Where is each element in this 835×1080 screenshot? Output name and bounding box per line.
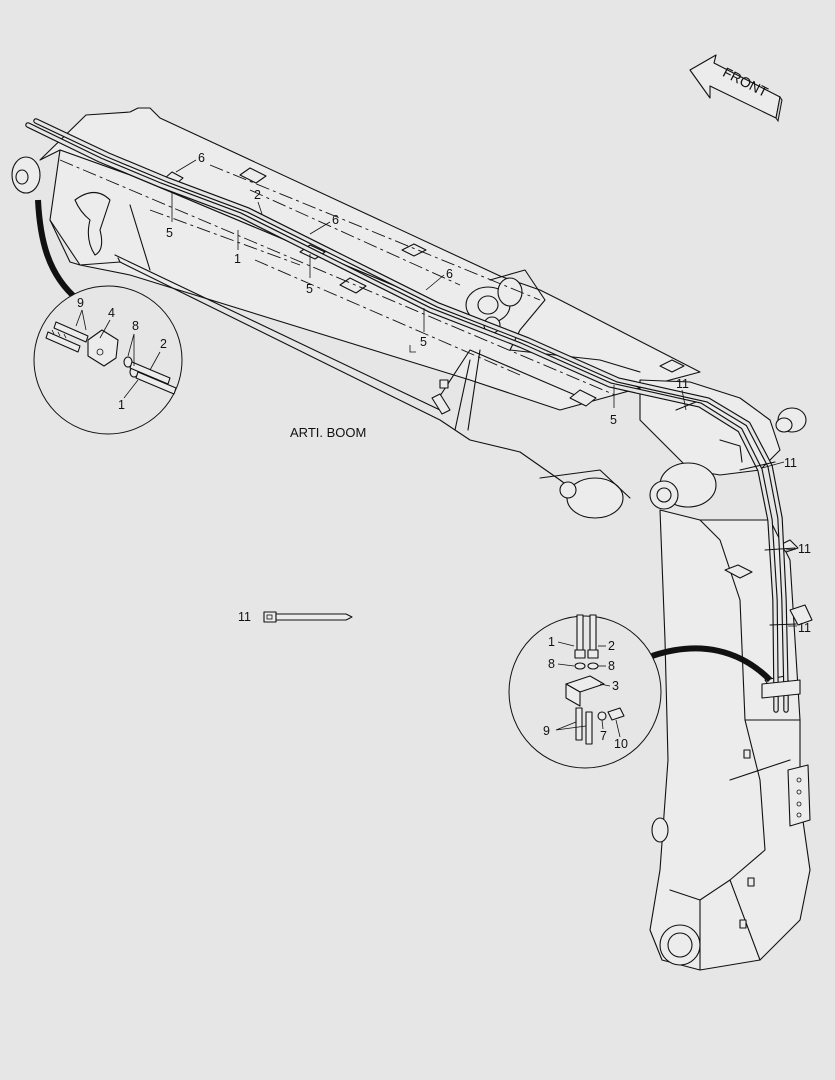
- detail-left-callout-8: 8: [132, 319, 139, 333]
- callout-11-a: 11: [676, 377, 689, 391]
- detail-right-callout-8-b: 8: [608, 659, 615, 673]
- front-arrow-icon: FRONT: [689, 54, 783, 123]
- callout-5-a: 5: [166, 226, 173, 240]
- boom-upper-section: [11, 107, 701, 519]
- detail-left-callout-2: 2: [160, 337, 167, 351]
- detail-view-right: 1 2 8 8 3 9 7 10: [508, 614, 773, 769]
- callout-5-c: 5: [420, 335, 427, 349]
- detail-left-callout-4: 4: [108, 306, 115, 320]
- callout-6-b: 6: [332, 213, 339, 227]
- callout-1: 1: [234, 252, 241, 266]
- detail-right-callout-3: 3: [612, 679, 619, 693]
- callout-11-d: 11: [798, 621, 811, 635]
- callout-2: 2: [254, 188, 261, 202]
- detail-view-left: 9 4 8 2 1: [33, 199, 183, 435]
- diagram-title: ARTI. BOOM: [290, 425, 366, 440]
- callout-5-b: 5: [306, 282, 313, 296]
- main-callouts: 6 6 6 2 1 5 5 5 5 11 11 11 11: [166, 151, 811, 635]
- callout-11-b: 11: [784, 456, 797, 470]
- detail-left-callout-9: 9: [77, 296, 84, 310]
- center-lines: [59, 159, 616, 396]
- detail-right-callout-9: 9: [543, 724, 550, 738]
- cable-tie-part: 11: [238, 610, 353, 624]
- detail-right-callout-8-a: 8: [548, 657, 555, 671]
- detail-right-callout-7: 7: [600, 729, 607, 743]
- callout-11-loose: 11: [238, 610, 251, 624]
- detail-left-callout-1: 1: [118, 398, 125, 412]
- hydraulic-hoses: [25, 118, 801, 713]
- callout-6-a: 6: [198, 151, 205, 165]
- callout-6-c: 6: [446, 267, 453, 281]
- detail-right-callout-2: 2: [608, 639, 615, 653]
- detail-right-callout-1: 1: [548, 635, 555, 649]
- detail-right-callout-10: 10: [614, 737, 628, 751]
- callout-11-c: 11: [798, 542, 811, 556]
- callout-5-d: 5: [610, 413, 617, 427]
